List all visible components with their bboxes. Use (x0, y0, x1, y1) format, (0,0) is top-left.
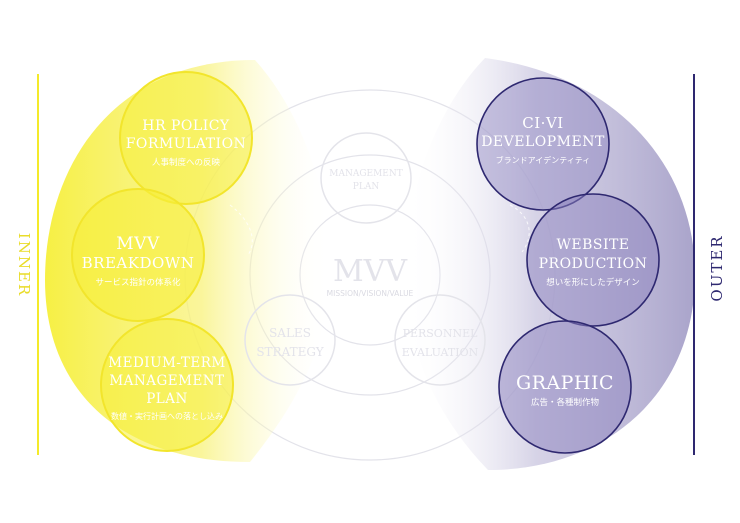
node-subtitle: 広告・各種制作物 (531, 397, 600, 408)
inner-node-hr-policy: HR POLICY FORMULATION 人事制度への反映 (119, 71, 253, 205)
node-title-line2: DEVELOPMENT (481, 134, 605, 150)
ghost-node-line2: STRATEGY (256, 345, 324, 359)
center-node: MVV MISSION/VISION/VALUE (327, 254, 414, 298)
ghost-node-line1: MANAGEMENT (329, 169, 403, 179)
outer-node-graphic: GRAPHIC 広告・各種制作物 (498, 320, 632, 454)
inner-node-medium-term-plan: MEDIUM-TERM MANAGEMENT PLAN 数値・実行計画への落とし… (100, 318, 234, 452)
node-title-line1: CI·VI (522, 114, 563, 132)
node-title-line1: MEDIUM-TERM (108, 355, 225, 371)
node-title-line1: WEBSITE (556, 237, 629, 253)
node-subtitle: 人事制度への反映 (152, 157, 221, 168)
center-title: MVV (333, 254, 408, 289)
ghost-node-personnel-evaluation: PERSONNEL EVALUATION (394, 294, 486, 386)
ghost-node-sales-strategy: SALES STRATEGY (244, 294, 336, 386)
ghost-node-line1: SALES (269, 326, 311, 340)
center-subtitle: MISSION/VISION/VALUE (327, 289, 414, 298)
node-title-line2: BREAKDOWN (82, 254, 195, 272)
outer-side-label: OUTER (708, 234, 726, 301)
node-title-line1: HR POLICY (142, 118, 230, 134)
outer-node-ci-vi: CI·VI DEVELOPMENT ブランドアイデンティティ (476, 77, 610, 211)
node-subtitle: 想いを形にしたデザイン (546, 277, 640, 288)
node-title-line2: PRODUCTION (539, 256, 648, 272)
connector-lines (229, 204, 530, 256)
node-subtitle: ブランドアイデンティティ (496, 155, 591, 165)
node-title-line2: FORMULATION (126, 136, 247, 152)
ghost-node-management-plan: MANAGEMENT PLAN (320, 132, 412, 224)
inner-node-mvv-breakdown: MVV BREAKDOWN サービス指針の体系化 (71, 188, 205, 322)
node-title-line3: PLAN (146, 391, 188, 407)
node-title-line2: MANAGEMENT (109, 373, 224, 389)
node-subtitle: サービス指針の体系化 (95, 277, 181, 288)
node-subtitle: 数値・実行計画への落とし込み (111, 411, 223, 421)
ghost-node-line2: EVALUATION (402, 346, 479, 359)
inner-side-label: INNER (15, 233, 33, 297)
ghost-node-line2: PLAN (353, 182, 380, 192)
outer-node-website: WEBSITE PRODUCTION 想いを形にしたデザイン (526, 193, 660, 327)
ghost-node-line1: PERSONNEL (403, 327, 479, 340)
node-title-line1: MVV (116, 234, 160, 254)
node-title-line1: GRAPHIC (516, 372, 614, 394)
